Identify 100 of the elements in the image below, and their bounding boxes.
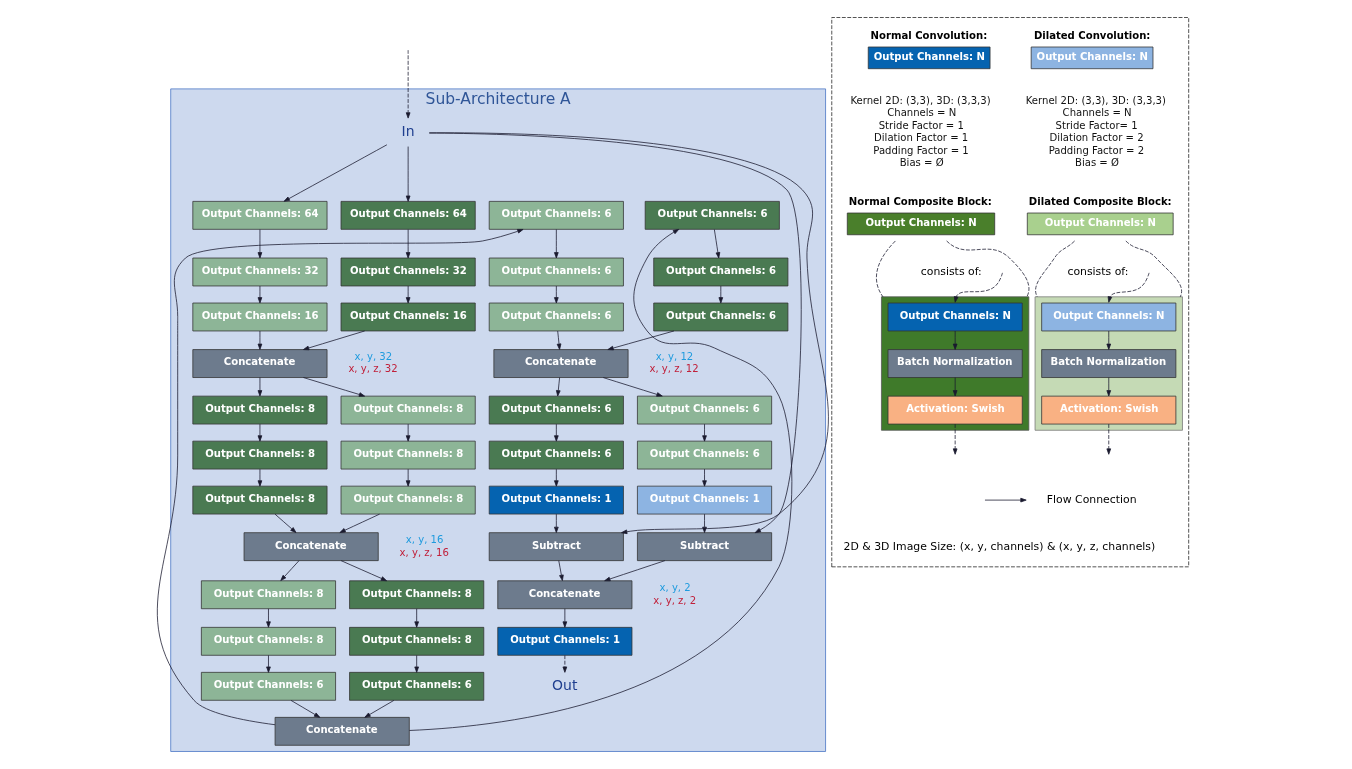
node-box: Output Channels: 8 [192, 485, 328, 515]
node-label: x, y, 2 [659, 582, 691, 594]
arrow [1106, 423, 1112, 455]
node-label: Dilated Convolution: [1033, 29, 1151, 41]
node-label: Normal Composite Block: [848, 195, 992, 207]
legend-label: Flow Connection [1046, 492, 1137, 506]
arrow [414, 608, 419, 628]
arrow [303, 377, 366, 397]
arrow [558, 560, 564, 581]
arrow [257, 285, 263, 304]
node-label: Kernel 2D: (3,3), 3D: (3,3,3) [1025, 94, 1166, 106]
node-box: Output Channels: 8 [192, 440, 328, 470]
arrow [718, 285, 724, 304]
arrow [257, 377, 263, 397]
arrow [604, 560, 666, 582]
node-box: Output Channels: 6 [644, 201, 780, 230]
node-label: Stride Factor= 1 [1055, 119, 1138, 131]
node-box: Output Channels: 16 [192, 302, 328, 332]
node-box: Output Channels: 8 [340, 395, 476, 425]
arrow [409, 228, 793, 731]
node-box: Subtract [637, 532, 773, 561]
arrow [702, 423, 707, 442]
arrow [364, 700, 395, 718]
node-label: Dilation Factor = 1 [874, 132, 969, 144]
connector [1125, 240, 1182, 298]
node-box: Concatenate [493, 349, 629, 378]
node-label: x, y, 12 [655, 350, 694, 362]
arrow [556, 330, 562, 350]
connector [1035, 240, 1076, 298]
arrow [157, 229, 524, 726]
node-box: Output Channels: 64 [340, 201, 476, 230]
arrow [405, 423, 411, 442]
node-box: Concatenate [497, 580, 633, 610]
arrow [554, 229, 559, 259]
node-box: Output Channels: 8 [340, 485, 476, 515]
arrow [257, 423, 263, 442]
node-label: Padding Factor = 2 [1048, 144, 1145, 156]
node-label: Channels = N [887, 107, 957, 119]
node-box: Output Channels: 16 [340, 302, 476, 332]
node-label: Dilated Composite Block: [1028, 195, 1172, 207]
arrow [283, 144, 388, 202]
node-label: Normal Convolution: [870, 29, 988, 41]
node-box: Output Channels: 8 [349, 580, 485, 610]
arrow [554, 468, 559, 487]
arrow [405, 146, 411, 202]
arrow [953, 272, 1003, 303]
arrow [266, 608, 271, 628]
arrow [414, 655, 419, 673]
arrow [952, 330, 958, 350]
node-label: x, y, z, 32 [348, 363, 398, 375]
node-box: Output Channels: 1 [637, 485, 773, 515]
node-box: Output Channels: 6 [200, 671, 336, 701]
node-label: Kernel 2D: (3,3), 3D: (3,3,3) [850, 94, 991, 106]
arrow [702, 513, 707, 533]
arrow [713, 229, 721, 259]
node-box: Output Channels: 6 [488, 440, 624, 470]
node-box: Output Channels: N [1041, 302, 1177, 332]
node-label: Stride Factor = 1 [878, 119, 964, 131]
node-label: Bias = Ø [899, 157, 944, 169]
arrow [290, 700, 321, 718]
node-box: Output Channels: 6 [349, 671, 485, 701]
node-box: Output Channels: 6 [488, 302, 624, 332]
arrow [602, 377, 663, 397]
arrow [702, 468, 707, 487]
arrow [257, 468, 263, 487]
cluster [831, 17, 1190, 568]
node-box: Subtract [488, 532, 624, 561]
arrow [405, 229, 411, 259]
node-box: Output Channels: 6 [488, 201, 624, 230]
arrow [556, 377, 561, 397]
label: 2D & 3D Image Size: (x, y, channels) & (x, y, z, channels) [843, 539, 1156, 553]
node-box: Output Channels: 64 [192, 201, 328, 230]
node-box: Output Channels: 1 [488, 485, 624, 515]
node-box: Batch Normalization [887, 349, 1023, 378]
node-box: Concatenate [243, 532, 379, 561]
node-box: Output Channels: 1 [497, 626, 633, 656]
node-box: Concatenate [274, 716, 410, 746]
label: consists of: [920, 264, 982, 278]
arrow [952, 377, 958, 397]
node-box: Output Channels: 6 [653, 257, 789, 287]
arrow [1107, 272, 1150, 303]
arrow [554, 285, 559, 304]
node-box: Output Channels: 8 [340, 440, 476, 470]
arrow [562, 655, 568, 673]
node-label: x, y, 16 [405, 534, 444, 546]
node-label: Bias = Ø [1075, 157, 1119, 169]
arrow [405, 468, 411, 487]
node-label: Channels = N [1062, 107, 1132, 119]
arrow [1106, 330, 1112, 350]
arrow [257, 330, 263, 350]
arrow [340, 560, 388, 582]
node-box: Output Channels: 8 [192, 395, 328, 425]
arrow [405, 285, 411, 304]
arrow [405, 49, 411, 119]
node-box: Output Channels: 6 [637, 395, 773, 425]
node-box: Concatenate [192, 349, 328, 378]
node-text: Out [552, 676, 578, 693]
arrow [607, 330, 675, 351]
label: consists of: [1067, 264, 1129, 278]
connector [946, 240, 1030, 298]
